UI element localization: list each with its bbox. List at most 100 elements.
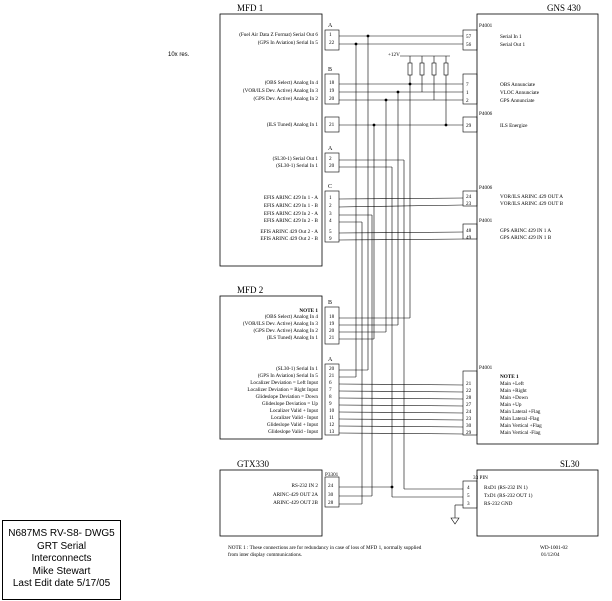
gns-pin-7: 23 bbox=[466, 201, 472, 207]
gns-label-17: Main Vertical -Flag bbox=[500, 430, 541, 436]
title-line-2: GRT Serial bbox=[36, 540, 87, 552]
mfd1-label-4: (GPS Dev. Active) Analog In 2 bbox=[254, 95, 319, 102]
mfd1-conn-c: C bbox=[328, 184, 332, 190]
pullup-resistors bbox=[400, 55, 450, 125]
mfd2-label-0: (OBS Select) Analog In 4 bbox=[265, 313, 319, 320]
sl30-label-2: RS-232 GND bbox=[484, 501, 513, 507]
gns-pin-16: 30 bbox=[466, 423, 472, 429]
wires bbox=[338, 35, 464, 525]
gtx330-conn: P3301 bbox=[325, 472, 339, 478]
mfd1-conn-a2: A bbox=[328, 146, 333, 152]
gtx330-title: GTX330 bbox=[237, 459, 269, 469]
mfd1-label-11: EFIS ARINC 429 In 2 - B bbox=[264, 218, 319, 224]
mfd2-box bbox=[219, 295, 323, 440]
gns-pin-4: 2 bbox=[466, 98, 469, 104]
mfd1-pin-11: 4 bbox=[329, 218, 332, 224]
gns-pin-17: 29 bbox=[466, 430, 472, 436]
gns-label-5: ILS Energize bbox=[500, 123, 528, 129]
gns-label-9: GPS ARINC 429 IN 1 B bbox=[500, 235, 552, 241]
gns-label-2: OBS Annunciate bbox=[500, 82, 536, 88]
mfd2-pin-5: 21 bbox=[329, 373, 335, 379]
gns430-conn-p4001b: P4001 bbox=[479, 218, 493, 224]
mfd1-pin-10: 3 bbox=[329, 211, 332, 217]
mfd1-label-0: (Fuel Air Data Z Format) Serial Out 6 bbox=[239, 31, 318, 38]
mfd2-pin-2: 20 bbox=[329, 328, 335, 334]
mfd1-label-12: EFIS ARINC 429 Out 2 - A bbox=[260, 229, 318, 235]
mfd1-pin-7: 20 bbox=[329, 163, 335, 169]
mfd1-label-1: (GPS In Aviation) Serial In 5 bbox=[258, 39, 319, 46]
footnote-line2: from inter display communications. bbox=[228, 551, 302, 558]
gns-label-10: Main +Left bbox=[500, 380, 524, 387]
gns430-conn-p4006b: P4006 bbox=[479, 185, 493, 191]
gns-note: NOTE 1 bbox=[500, 374, 519, 380]
title-line-3: Interconnects bbox=[31, 553, 92, 564]
mfd2-conn-b: B bbox=[328, 300, 332, 306]
mfd1-label-7: (SL30-1) Serial In 1 bbox=[276, 162, 318, 169]
title-line-1: N687MS RV-S8- DWG5 bbox=[8, 528, 115, 539]
gtx330-label-2: ARINC-429 OUT 2B bbox=[273, 500, 318, 506]
mfd1-conn-a1: A bbox=[328, 23, 333, 29]
mfd1-pin-5: 21 bbox=[329, 122, 335, 128]
mfd2-label-7: Localizer Deviation = Right Input bbox=[247, 387, 318, 393]
gns-pin-13: 27 bbox=[466, 402, 472, 408]
gns-label-7: VOR/ILS ARINC 429 OUT B bbox=[500, 201, 564, 207]
gtx330-pin-2: 28 bbox=[328, 500, 334, 506]
mfd1-pin-3: 19 bbox=[329, 88, 335, 94]
gns-pin-8: 48 bbox=[466, 228, 472, 234]
gns-pin-14: 24 bbox=[466, 409, 472, 415]
mfd1-pin-12: 5 bbox=[329, 229, 332, 235]
sl30-conn: 33 PIN bbox=[473, 475, 488, 481]
title-line-4: Mike Stewart bbox=[32, 565, 91, 577]
mfd1-label-13: EFIS ARINC 429 Out 2 - B bbox=[260, 236, 318, 242]
gns-label-6: VOR/ILS ARINC 429 OUT A bbox=[500, 194, 563, 200]
mfd1-title: MFD 1 bbox=[237, 3, 263, 13]
mfd2-label-4: (SL30-1) Serial In 1 bbox=[276, 365, 318, 372]
sl30-title: SL30 bbox=[560, 459, 580, 469]
gns430-conn-p4001c: P4001 bbox=[479, 365, 493, 371]
sl30-label-0: RxD1 (RS-232 IN 1) bbox=[484, 484, 528, 491]
mfd1-pin-9: 2 bbox=[329, 203, 332, 209]
gns-pin-5: 29 bbox=[466, 123, 472, 129]
mfd1-label-5: (ILS Tuned) Analog In 1 bbox=[267, 121, 319, 128]
mfd2-title: MFD 2 bbox=[237, 285, 263, 295]
mfd2-label-9: Glideslope Deviation = Up bbox=[262, 401, 318, 407]
gns-label-8: GPS ARINC 429 IN 1 A bbox=[500, 228, 551, 234]
mfd1-label-2: (OBS Select) Analog In 4 bbox=[265, 79, 319, 86]
sl30-pin-1: 5 bbox=[467, 493, 470, 499]
gns-label-15: Main Lateral -Flag bbox=[500, 416, 540, 422]
mfd2-pin-13: 13 bbox=[329, 429, 335, 435]
mfd2-pin-4: 20 bbox=[329, 366, 335, 372]
mfd1-label-8: EFIS ARINC 429 In 1 - A bbox=[264, 195, 318, 201]
mfd1-pin-4: 20 bbox=[329, 96, 335, 102]
mfd1-box bbox=[219, 13, 323, 267]
mfd2-label-6: Localizer Deviation = Left Input bbox=[250, 379, 318, 386]
mfd2-label-2: (GPS Dev. Active) Analog In 2 bbox=[254, 327, 319, 334]
mfd1-label-6: (SL30-1) Serial Out 1 bbox=[273, 155, 319, 162]
mfd2-label-12: Glideslope Valid + Input bbox=[267, 422, 319, 428]
gns-pin-9: 49 bbox=[466, 235, 472, 241]
supply-label: +12V bbox=[388, 52, 400, 58]
mfd2-label-3: (ILS Tuned) Analog In 1 bbox=[267, 334, 319, 341]
gns-pin-10: 21 bbox=[466, 381, 472, 387]
mfd2-pin-3: 21 bbox=[329, 335, 335, 341]
gtx330-box bbox=[219, 469, 323, 537]
mfd2-pin-1: 19 bbox=[329, 321, 335, 327]
gns-label-3: VLOC Annunciate bbox=[500, 90, 540, 96]
gns430-conn-p4006a: P4006 bbox=[479, 111, 493, 117]
mfd2-label-11: Localizer Valid - Input bbox=[271, 415, 319, 421]
resolution-note: 10x res. bbox=[168, 52, 190, 58]
gns430-title: GNS 430 bbox=[547, 3, 581, 13]
mfd1-pin-2: 18 bbox=[329, 80, 335, 86]
mfd1-pin-1: 22 bbox=[329, 40, 335, 46]
mfd2-pin-6: 6 bbox=[329, 380, 332, 386]
sl30-pin-2: 3 bbox=[467, 501, 470, 507]
drawing-date: 01/12/04 bbox=[541, 552, 560, 558]
gtx330-pin-0: 24 bbox=[328, 483, 334, 489]
gns-pin-3: 1 bbox=[466, 90, 469, 96]
gtx330-pin-1: 30 bbox=[328, 492, 334, 498]
mfd2-label-10: Localizer Valid + Input bbox=[270, 408, 319, 414]
gtx330-label-0: RS-232 IN 2 bbox=[291, 483, 318, 489]
gns-label-13: Main +Up bbox=[500, 402, 522, 408]
gns-label-16: Main Vertical +Flag bbox=[500, 423, 542, 429]
gns-label-0: Serial In 1 bbox=[500, 34, 522, 40]
